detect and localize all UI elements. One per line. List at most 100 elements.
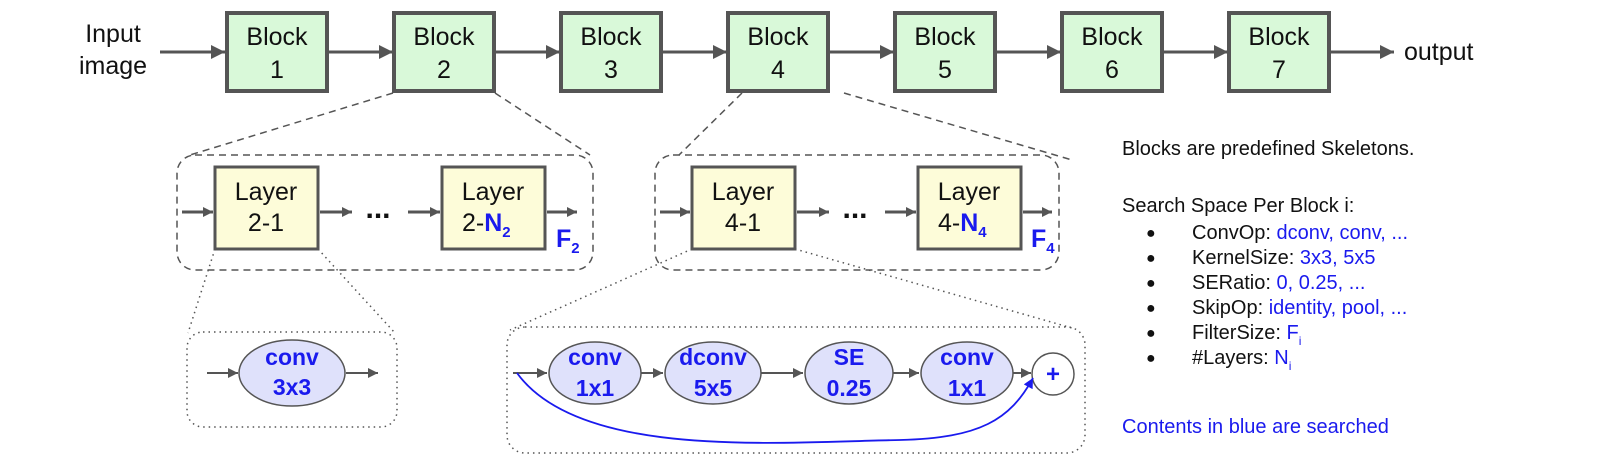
input-label-line1: Input [85,20,141,48]
block-title: Block [914,23,976,51]
block-box [225,11,329,93]
bullet-icon: ● [1146,350,1156,367]
layer2-expansion-container [186,331,398,428]
op-node-4-line1: conv [940,344,994,370]
legend-item-label: FilterSize: [1192,322,1287,344]
layer-2-1-box [213,165,320,251]
legend-item-value: dconv, conv, ... [1276,222,1409,244]
block-title: Block [580,23,642,51]
legend-item-label: #Layers: [1192,347,1275,369]
block-title: Block [413,23,475,51]
block-box [1227,11,1331,93]
op-node-1-line1: conv [568,344,622,370]
block-4: Block 4 [726,11,830,93]
legend-search-title: Search Space Per Block i: [1122,195,1355,217]
legend-item-text: #Layers: Ni [1192,346,1291,379]
block-number: 4 [771,56,785,84]
block-title: Block [1248,23,1310,51]
op-node-4-line2: 1x1 [948,375,987,401]
bullet-icon: ● [1146,325,1156,342]
zoom-lines-layers [187,248,1073,334]
legend-item-value: 3x3, 5x5 [1299,247,1376,269]
legend-item-sub: i [1298,334,1302,348]
block-box [726,11,830,93]
layer-4-1-label: 4-1 [725,209,761,237]
block-1: Block 1 [225,11,329,93]
bullet-icon: ● [1146,250,1156,267]
op-conv-3x3-line1: conv [265,344,319,370]
bullet-icon: ● [1146,225,1156,242]
layer-4-1-title: Layer [712,178,775,206]
layer-2-n-title: Layer [462,178,525,206]
block2-layers: Layer 2-1 ... Layer 2-N2 F2 [182,165,580,257]
block-number: 1 [270,56,284,84]
block-number: 3 [604,56,618,84]
block4-ellipsis: ... [842,192,867,225]
add-node [1031,352,1075,396]
legend-item-value: 0, 0.25, ... [1276,272,1366,294]
layer-2-n-label: 2-N2 [462,209,511,241]
legend-item-text: SERatio: 0, 0.25, ... [1192,271,1365,304]
legend-footer-text: Contents in blue are searched [1122,416,1389,438]
zoom-lines-blocks [189,92,1073,161]
block-title: Block [747,23,809,51]
layer-4-n-title: Layer [938,178,1001,206]
bullet-icon: ● [1146,275,1156,292]
legend-item-label: SkipOp: [1192,297,1269,319]
op-node-3 [804,341,894,405]
block-title: Block [1081,23,1143,51]
op-node-2 [664,341,762,405]
layer4-expansion-container [506,326,1086,454]
layer-2-1-title: Layer [235,178,298,206]
block-6: Block 6 [1060,11,1164,93]
layer-4-n-label: 4-N4 [938,209,987,241]
block-number: 5 [938,56,952,84]
block-box [559,11,663,93]
bullet-icon: ● [1146,300,1156,317]
legend-item-text: SkipOp: identity, pool, ... [1192,296,1407,329]
legend-item-sub: i [1288,359,1292,373]
legend-item-label: SERatio: [1192,272,1277,294]
block2-expansion-container [176,154,594,271]
op-node-3-line2: 0.25 [827,375,872,401]
block-number: 7 [1272,56,1286,84]
legend-footer: Contents in blue are searched [1122,416,1389,439]
block-number: 2 [437,56,451,84]
op-conv-3x3-line2: 3x3 [273,374,311,400]
block-7: Block 7 [1227,11,1331,93]
block-5: Block 5 [893,11,997,93]
legend-item-value: identity, pool, ... [1268,297,1408,319]
block-box [893,11,997,93]
legend-item-text: FilterSize: Fi [1192,321,1301,354]
legend-heading: Blocks are predefined Skeletons. [1122,138,1415,160]
block2-ellipsis: ... [365,192,390,225]
block-number: 6 [1105,56,1119,84]
layer-4-1-box [690,165,797,251]
block-box [1060,11,1164,93]
layer-4-n-box [916,165,1023,251]
layer-2-n-box [440,165,547,251]
op-conv-3x3 [238,339,346,407]
legend-item-value: F [1286,322,1299,344]
output-label: output [1404,38,1474,66]
op-node-1 [548,341,642,405]
legend-item-label: ConvOp: [1192,222,1277,244]
legend-item-text: ConvOp: dconv, conv, ... [1192,221,1408,254]
block4-expansion-container [654,154,1060,271]
block-box [392,11,496,93]
op-node-1-line2: 1x1 [576,375,615,401]
legend-item-value: N [1274,347,1289,369]
block-3: Block 3 [559,11,663,93]
op-node-4 [920,341,1014,405]
add-symbol: + [1046,361,1060,388]
legend-item-text: KernelSize: 3x3, 5x5 [1192,246,1375,279]
skip-connection [516,372,1034,444]
block-title: Block [246,23,308,51]
layer-2-1-label: 2-1 [248,209,284,237]
input-label-line2: image [79,52,147,80]
block-2: Block 2 [392,11,496,93]
op-node-2-line1: dconv [679,344,747,370]
op-node-3-line1: SE [834,344,865,370]
block2-filter-size: F2 [556,225,580,257]
